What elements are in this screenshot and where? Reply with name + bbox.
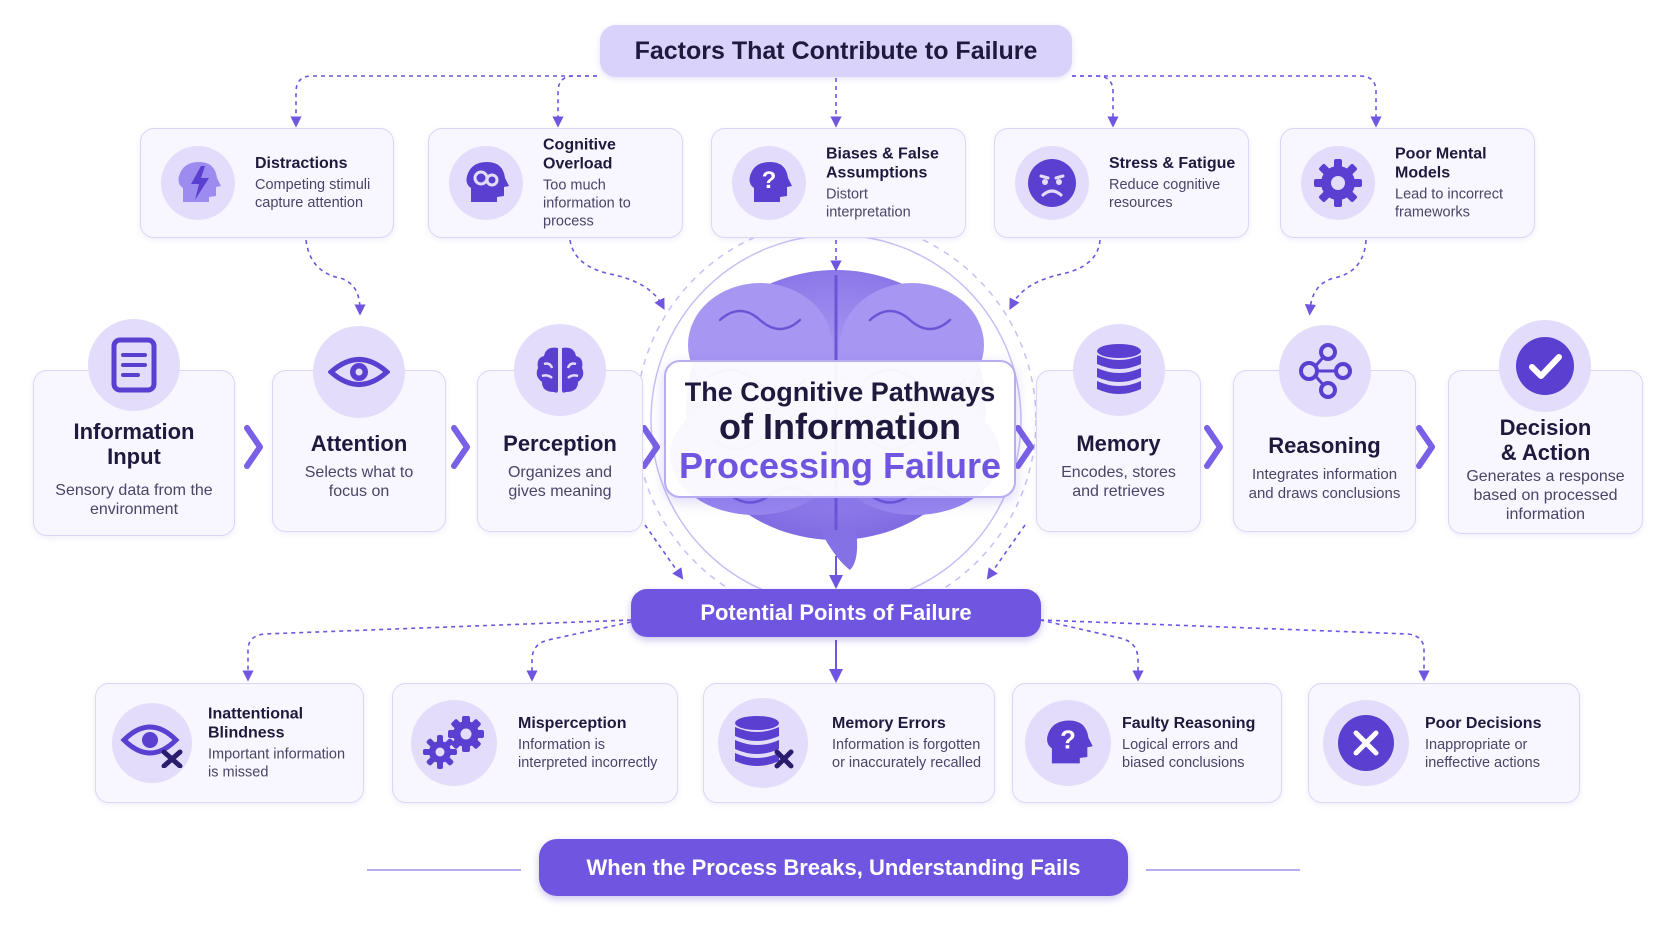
failure-header: Potential Points of Failure [631, 589, 1041, 637]
question-head-icon: ? [1025, 700, 1111, 786]
step-title: Reasoning [1268, 433, 1381, 458]
step-desc: Sensory data from the environment [55, 482, 213, 518]
factor-title: Poor Mental Models [1395, 145, 1487, 182]
sad-face-icon [1015, 146, 1089, 220]
checkmark-icon [1499, 320, 1591, 412]
step-desc: Integrates information and draws conclus… [1248, 466, 1401, 502]
factor-card-mental-models: Poor Mental Models Lead to incorrect fra… [1280, 128, 1535, 238]
failure-title: Misperception [518, 715, 627, 732]
step-decision-action: Decision & Action Generates a response b… [1448, 320, 1643, 534]
failure-card-faulty-reasoning: ? Faulty Reasoning Logical errors and bi… [1012, 683, 1282, 803]
failure-title: Poor Decisions [1425, 715, 1542, 732]
factor-title: Stress & Fatigue [1109, 155, 1236, 172]
factor-title: Cognitive Overload [543, 136, 616, 173]
step-reasoning: Reasoning Integrates information and dra… [1233, 325, 1416, 532]
step-memory: Memory Encodes, stores and retrieves [1036, 324, 1201, 532]
step-title: Decision & Action [1499, 415, 1592, 465]
network-icon [1279, 325, 1371, 417]
step-title: Attention [310, 431, 408, 456]
factor-card-biases: ? Biases & False Assumptions Distort int… [711, 128, 966, 238]
factor-desc: Reduce cognitive resources [1109, 177, 1221, 211]
factor-title: Distractions [255, 155, 348, 172]
lightning-head-icon [161, 146, 235, 220]
step-desc: Organizes and gives meaning [507, 464, 613, 500]
svg-text:?: ? [1060, 726, 1076, 754]
gear-icon [1301, 146, 1375, 220]
eye-icon [313, 326, 405, 418]
factor-desc: Too much information to process [543, 177, 631, 230]
database-x-icon [718, 698, 808, 788]
footer-divider-right [1146, 869, 1300, 871]
center-title: The Cognitive Pathways of Information Pr… [664, 360, 1016, 498]
x-circle-icon [1323, 700, 1409, 786]
failure-card-poor-decisions: Poor Decisions Inappropriate or ineffect… [1308, 683, 1580, 803]
chevron-right-icon [641, 425, 660, 469]
center-title-line2: of Information [719, 406, 961, 447]
failure-card-memory-errors: Memory Errors Information is forgotten o… [703, 683, 995, 803]
factor-desc: Lead to incorrect frameworks [1395, 186, 1504, 221]
factors-header: Factors That Contribute to Failure [600, 25, 1072, 77]
factor-card-cognitive-overload: Cognitive Overload Too much information … [428, 128, 683, 238]
failure-card-inattentional-blindness: Inattentional Blindness Important inform… [95, 683, 364, 803]
failure-desc: Important information is missed [208, 746, 346, 781]
factor-card-stress: Stress & Fatigue Reduce cognitive resour… [994, 128, 1249, 238]
footer-divider-left [367, 869, 521, 871]
step-perception: Perception Organizes and gives meaning [477, 324, 643, 532]
chevron-right-icon [1204, 425, 1223, 469]
gears-icon [411, 700, 497, 786]
factor-desc: Distort interpretation [826, 186, 911, 221]
failure-desc: Inappropriate or ineffective actions [1425, 737, 1540, 771]
center-title-line1: The Cognitive Pathways [684, 377, 996, 407]
chevron-right-icon [451, 425, 470, 469]
document-icon [88, 319, 180, 411]
factor-card-distractions: Distractions Competing stimuli capture a… [140, 128, 394, 238]
failure-desc: Information is interpreted incorrectly [518, 737, 658, 771]
eye-crossed-icon [112, 703, 192, 783]
factor-desc: Competing stimuli capture attention [255, 177, 371, 211]
svg-text:?: ? [762, 167, 777, 194]
step-desc: Selects what to focus on [304, 464, 414, 500]
question-head-icon: ? [732, 146, 806, 220]
step-desc: Encodes, stores and retrieves [1061, 464, 1176, 500]
step-title: Memory [1076, 431, 1161, 456]
step-information-input: Information Input Sensory data from the … [33, 319, 235, 536]
failure-desc: Logical errors and biased conclusions [1122, 737, 1245, 771]
chevron-right-icon [244, 425, 263, 469]
failure-title: Faulty Reasoning [1122, 715, 1256, 732]
step-attention: Attention Selects what to focus on [272, 326, 446, 532]
step-title: Information Input [73, 419, 195, 469]
center-title-line3: Processing Failure [678, 445, 1002, 486]
step-desc: Generates a response based on processed … [1466, 468, 1625, 523]
step-title: Perception [503, 431, 617, 456]
gears-head-icon [449, 146, 523, 220]
database-icon [1073, 324, 1165, 416]
failure-title: Memory Errors [832, 715, 946, 732]
failure-desc: Information is forgotten or inaccurately… [832, 737, 982, 771]
footer-banner: When the Process Breaks, Understanding F… [539, 839, 1128, 896]
chevron-right-icon [1015, 425, 1034, 469]
brain-icon [514, 324, 606, 416]
failure-title: Inattentional Blindness [208, 705, 304, 742]
failure-card-misperception: Misperception Information is interpreted… [392, 683, 678, 803]
factor-title: Biases & False Assumptions [826, 145, 939, 182]
chevron-right-icon [1416, 425, 1435, 469]
